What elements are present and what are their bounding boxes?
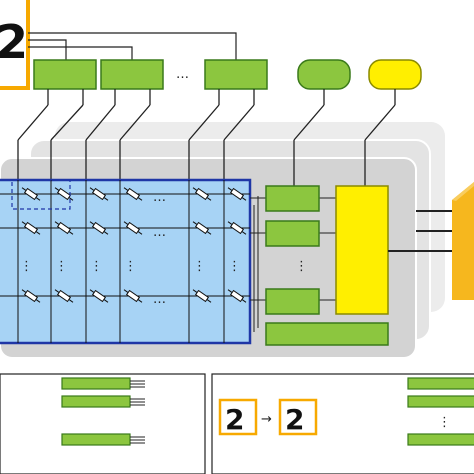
memristor-cell-icon xyxy=(21,221,41,235)
memristor-cell-icon xyxy=(123,221,143,235)
memristor-cell-icon xyxy=(227,221,247,235)
top-blocks-ellipsis: … xyxy=(176,67,189,82)
driver-block xyxy=(204,59,268,90)
input-digit-image: 2 xyxy=(0,0,30,90)
sense-block xyxy=(265,220,320,247)
stack-bar xyxy=(407,377,474,390)
stack-bar xyxy=(407,433,474,446)
cell-highlight-box xyxy=(11,179,71,210)
memristor-cell-icon xyxy=(227,289,247,303)
memristor-cell-icon xyxy=(123,289,143,303)
memristor-cell-icon xyxy=(192,187,212,201)
memristor-cell-icon xyxy=(54,289,74,303)
control-block-yellow xyxy=(368,59,422,90)
layer-connectors xyxy=(17,104,396,186)
bottom-left-panel xyxy=(0,373,206,474)
mid-blocks-ellipsis: ⋮ xyxy=(295,259,308,274)
stack-bar xyxy=(61,377,131,390)
memristor-cell-icon xyxy=(123,187,143,201)
array-row-ellipsis: ⋮ xyxy=(90,259,103,274)
output-block xyxy=(452,182,474,300)
array-col-ellipsis: … xyxy=(153,292,166,307)
crossbar-array: … … … ⋮ ⋮ ⋮ ⋮ ⋮ ⋮ xyxy=(0,178,252,345)
array-row-ellipsis: ⋮ xyxy=(124,259,137,274)
digit-thumbnail xyxy=(278,398,318,436)
sense-block xyxy=(265,185,320,212)
array-row-ellipsis: ⋮ xyxy=(20,259,33,274)
memristor-cell-icon xyxy=(54,221,74,235)
input-wiring xyxy=(28,32,237,60)
driver-block xyxy=(33,59,97,90)
sense-block xyxy=(265,288,320,315)
array-row-ellipsis: ⋮ xyxy=(55,259,68,274)
peripheral-blocks: ⋮ xyxy=(250,185,389,346)
array-col-ellipsis: … xyxy=(153,190,166,205)
memristor-cell-icon xyxy=(227,187,247,201)
memristor-cell-icon xyxy=(89,221,109,235)
memristor-cell-icon xyxy=(54,187,74,201)
control-block-green xyxy=(297,59,351,90)
bus-lines xyxy=(47,89,396,105)
stack-bar xyxy=(61,433,131,446)
stack-bar xyxy=(61,395,131,408)
bottom-right-ellipsis: ⋮ xyxy=(438,415,451,430)
driver-block xyxy=(100,59,164,90)
bottom-right-panel: 2 → 2 ⋮ xyxy=(211,373,474,474)
array-row-ellipsis: ⋮ xyxy=(193,259,206,274)
digit-image-icon: 2 xyxy=(0,15,28,69)
digit-image-icon: 2 xyxy=(225,403,244,436)
memristor-cell-icon xyxy=(21,289,41,303)
processing-block xyxy=(335,185,389,315)
arrow-icon: → xyxy=(261,412,272,427)
bottom-green-bar xyxy=(265,322,389,346)
digit-image-icon: 2 xyxy=(285,403,304,436)
stack-bar xyxy=(407,395,474,408)
digit-thumbnail xyxy=(218,398,258,436)
array-row-ellipsis: ⋮ xyxy=(228,259,241,274)
memristor-cell-icon xyxy=(192,289,212,303)
memristor-cell-icon xyxy=(89,187,109,201)
array-col-ellipsis: … xyxy=(153,225,166,240)
top-driver-blocks: … xyxy=(33,59,422,90)
memristor-cell-icon xyxy=(21,187,41,201)
output-section xyxy=(388,182,474,300)
memristor-cell-icon xyxy=(89,289,109,303)
memristor-cell-icon xyxy=(192,221,212,235)
